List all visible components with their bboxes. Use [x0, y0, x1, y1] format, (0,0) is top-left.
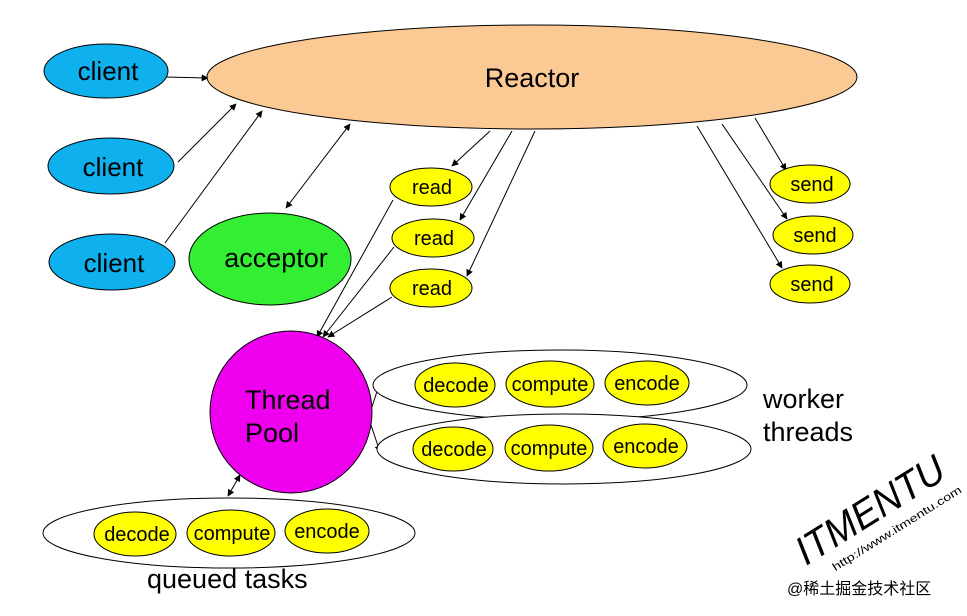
queued-tasks-label: queued tasks	[147, 564, 308, 594]
worker-threads-label-line2: threads	[763, 417, 853, 447]
arrow-client2-to-reactor	[177, 103, 237, 163]
client-ellipse	[47, 137, 175, 195]
task-label: compute	[511, 438, 588, 460]
thread-pool-label-line2: Pool	[245, 418, 299, 448]
acceptor-ellipse	[188, 212, 352, 306]
compute-task	[505, 360, 595, 408]
client-ellipse	[43, 43, 169, 99]
send-label: send	[793, 225, 836, 247]
read-node: read	[389, 167, 473, 207]
worker-thread-row: decode compute encode	[372, 349, 748, 421]
itmentu-watermark: ITMENTU http://www.itmentu.com	[787, 447, 964, 574]
task-label: encode	[294, 521, 360, 543]
decode-task	[93, 511, 177, 557]
worker-threads-label-line1: worker	[762, 384, 844, 414]
reactor-node: Reactor	[206, 24, 858, 130]
task-label: decode	[423, 375, 489, 397]
thread-pool-circle	[209, 330, 373, 494]
task-label: compute	[512, 374, 589, 396]
decode-task	[414, 362, 496, 408]
arrow-read2-to-pool	[322, 246, 395, 338]
client-node: client	[48, 233, 176, 291]
send-node: send	[769, 264, 851, 304]
read-label: read	[412, 177, 452, 199]
thread-pool-node: Thread Pool	[209, 330, 373, 494]
arrow-pool-queue	[227, 474, 241, 497]
client-node: client	[43, 43, 169, 99]
arrow-read1-to-pool	[316, 199, 394, 338]
send-node: send	[772, 215, 854, 255]
decode-task	[412, 426, 494, 472]
arrow-reactor-to-read3	[466, 130, 536, 277]
encode-task	[604, 360, 690, 406]
read-ellipse	[389, 167, 473, 207]
arrow-client3-to-reactor	[164, 110, 263, 244]
arrow-reactor-to-send1	[754, 117, 787, 171]
send-label: send	[790, 174, 833, 196]
compute-task	[186, 509, 276, 557]
arrow-client1-to-reactor	[164, 74, 209, 82]
reactor-ellipse	[206, 24, 858, 130]
acceptor-label: acceptor	[224, 243, 328, 273]
encode-task	[602, 423, 688, 469]
read-ellipse	[391, 218, 475, 258]
arrow-reactor-to-read1	[451, 130, 491, 167]
read-label: read	[414, 228, 454, 250]
task-label: decode	[104, 524, 170, 546]
task-label: encode	[613, 436, 679, 458]
send-ellipse	[769, 264, 851, 304]
read-label: read	[412, 278, 452, 300]
send-label: send	[790, 274, 833, 296]
send-node: send	[769, 164, 851, 204]
thread-pool-label-line1: Thread	[245, 385, 331, 415]
client-label: client	[83, 152, 144, 182]
acceptor-node: acceptor	[188, 212, 352, 306]
arrow-reactor-to-read2	[459, 130, 513, 221]
send-ellipse	[772, 215, 854, 255]
client-ellipse	[48, 233, 176, 291]
client-label: client	[78, 56, 139, 86]
queued-task-row: decode compute encode	[42, 497, 416, 569]
client-label: client	[84, 248, 145, 278]
task-label: encode	[614, 373, 680, 395]
source-credit: @稀土掘金技术社区	[787, 580, 931, 598]
encode-task	[284, 508, 370, 554]
task-label: compute	[194, 523, 271, 545]
worker-thread-row: decode compute encode	[376, 413, 752, 485]
read-node: read	[389, 268, 473, 308]
client-node: client	[47, 137, 175, 195]
read-node: read	[391, 218, 475, 258]
arrow-read3-to-pool	[327, 296, 393, 338]
arrow-reactor-to-send3	[696, 125, 783, 269]
send-ellipse	[769, 164, 851, 204]
task-label: decode	[421, 439, 487, 461]
compute-task	[504, 424, 594, 472]
arrow-reactor-to-send2	[721, 123, 788, 220]
read-ellipse	[389, 268, 473, 308]
reactor-label: Reactor	[485, 63, 580, 93]
arrow-acceptor-reactor	[285, 123, 351, 209]
